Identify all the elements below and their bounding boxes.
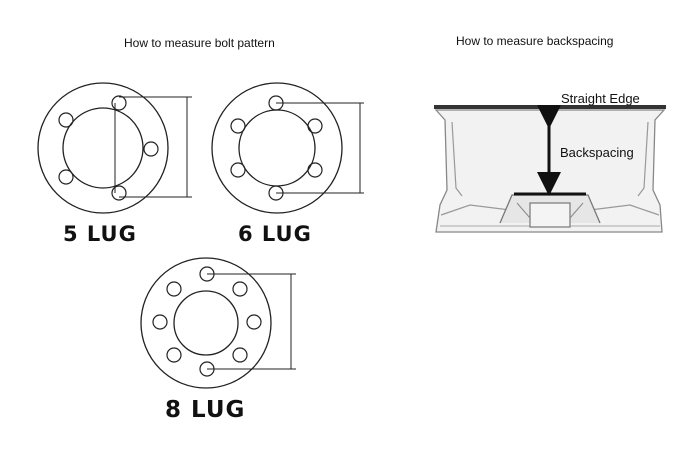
wheel-8-lug-hole: [232, 281, 248, 297]
wheel-5-lug: [37, 82, 192, 214]
wheel-8-lug-hole: [246, 314, 262, 330]
wheel-5-center-bore: [62, 107, 144, 189]
wheel-8-outer-rim: [140, 257, 272, 389]
backspacing-label: Backspacing: [560, 145, 634, 160]
wheel-8-lug: [140, 257, 296, 389]
wheel-5-lug-hole: [143, 141, 159, 157]
wheel-6-lug-hole: [230, 118, 246, 134]
wheel-8-lug-hole: [166, 347, 182, 363]
hub-center: [529, 202, 571, 228]
wheel-6-lug: [211, 82, 364, 214]
wheel-8-lug-hole: [166, 281, 182, 297]
straight-edge-label: Straight Edge: [561, 91, 640, 106]
wheel-6-lug-hole: [230, 162, 246, 178]
label-5-lug: 5 LUG: [63, 222, 137, 246]
wheel-8-lug-hole: [152, 314, 168, 330]
wheel-5-lug-hole: [58, 169, 74, 185]
label-6-lug: 6 LUG: [238, 222, 312, 246]
rim-cross-section: [434, 105, 666, 233]
wheel-5-lug-hole: [58, 112, 74, 128]
backspacing-title: How to measure backspacing: [456, 34, 614, 48]
label-8-lug: 8 LUG: [165, 397, 246, 423]
bolt-pattern-title: How to measure bolt pattern: [124, 36, 275, 50]
wheel-6-outer-rim: [211, 82, 343, 214]
wheel-8-center-bore: [173, 290, 239, 356]
wheel-5-lug-hole: [111, 95, 127, 111]
wheel-6-lug-hole: [307, 118, 323, 134]
wheel-5-outer-rim: [37, 82, 169, 214]
wheel-5-lug-hole: [111, 185, 127, 201]
wheel-8-lug-hole: [232, 347, 248, 363]
wheel-6-lug-hole: [307, 162, 323, 178]
wheel-6-center-bore: [238, 109, 316, 187]
